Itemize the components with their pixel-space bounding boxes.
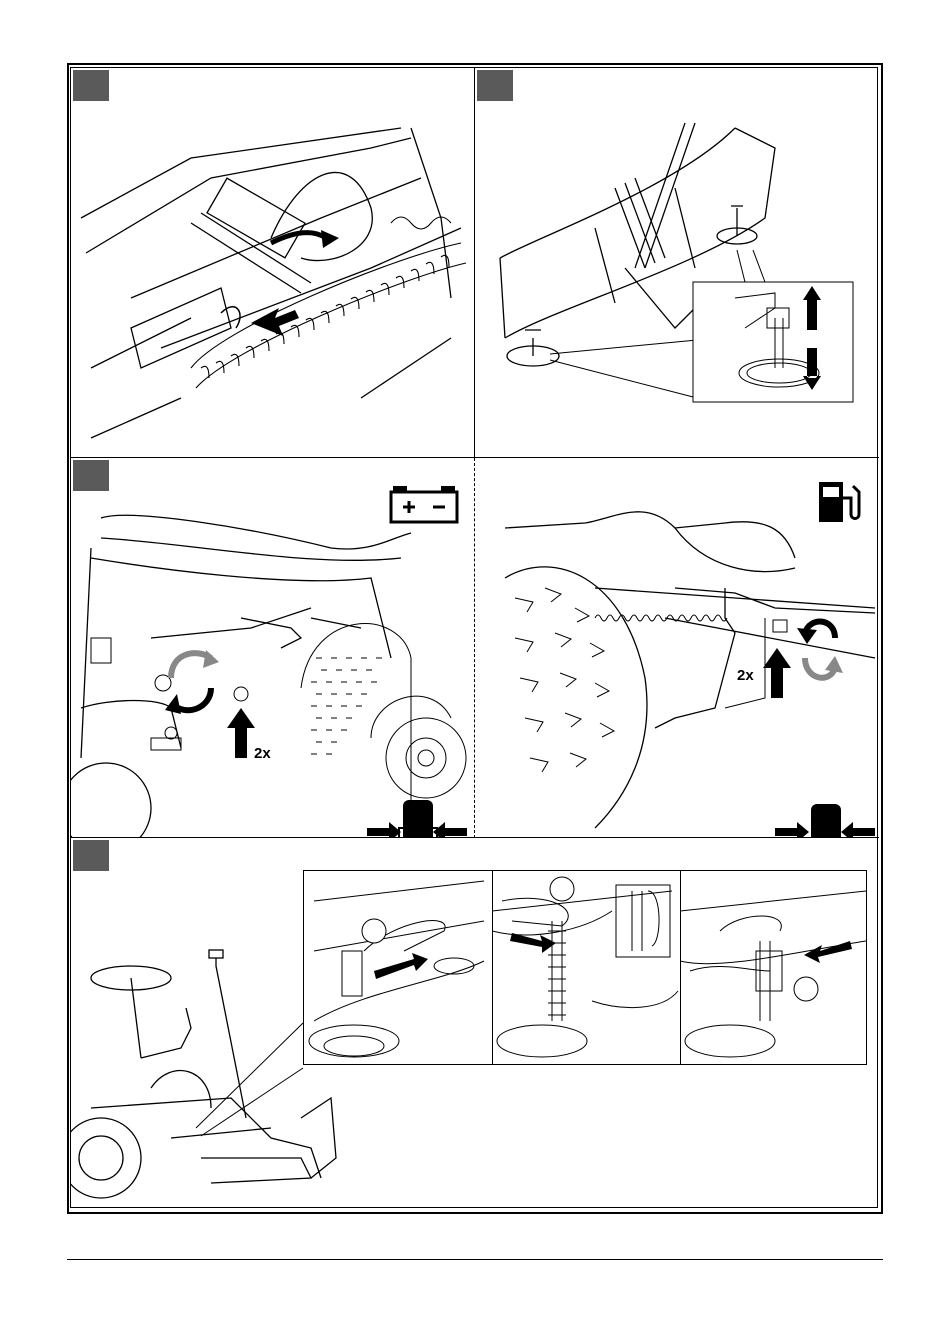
chain-step-a — [304, 871, 493, 1064]
panel-2 — [475, 68, 879, 458]
right-side-mower-illustration: 2x — [475, 458, 879, 838]
panel-1 — [71, 68, 475, 458]
tractor-overview-illustration — [71, 838, 341, 1209]
repeat-count-label: 2x — [737, 667, 754, 684]
footer-rule — [67, 1259, 883, 1260]
panel-4: 2x — [475, 458, 879, 838]
instruction-grid: 2x — [70, 67, 878, 1208]
chain-step-c — [680, 871, 866, 1064]
panel-5 — [71, 838, 879, 1209]
chain-detail-strip — [303, 870, 867, 1065]
repeat-count-label: 2x — [254, 745, 271, 762]
left-side-mower-illustration: 2x — [71, 458, 475, 838]
spring-pin-illustration — [71, 68, 475, 458]
plow-blade-illustration — [475, 68, 879, 458]
chain-step-b — [492, 871, 681, 1064]
panel-3: 2x — [71, 458, 475, 838]
